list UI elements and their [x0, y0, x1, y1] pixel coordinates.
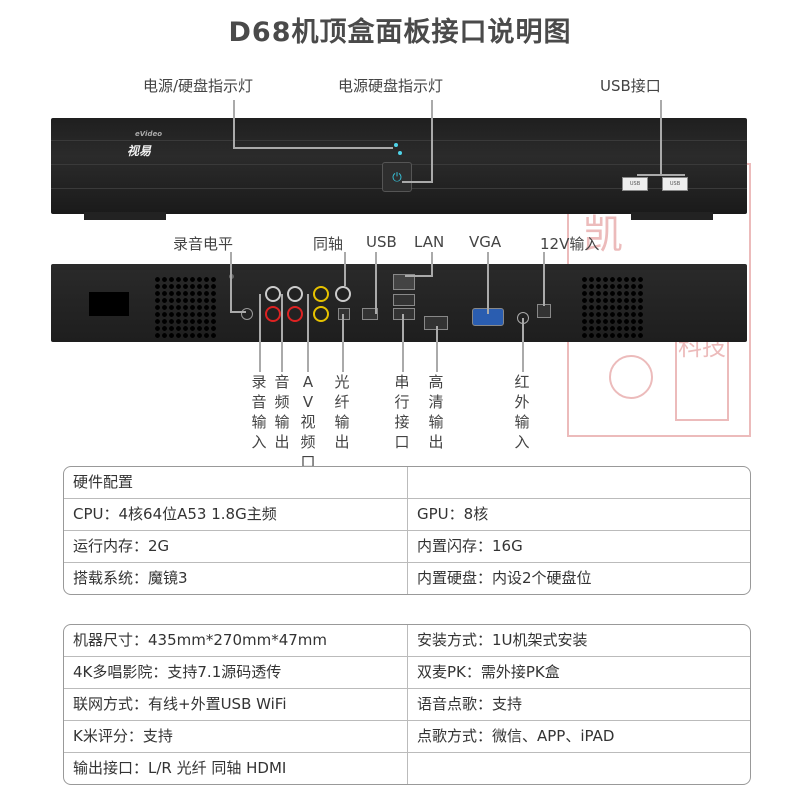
label-rec-input: 录音输入 — [251, 373, 267, 451]
usb-port-text: USB — [629, 181, 641, 187]
brand-logo-text: 视易 — [127, 144, 152, 158]
lan-port[interactable] — [393, 274, 415, 290]
table-row: CPU：4核64位A53 1.8G主频 GPU：8核 — [64, 499, 750, 531]
table-cell: 安装方式：1U机架式安装 — [407, 625, 750, 656]
spec-table: 机器尺寸：435mm*270mm*47mm 安装方式：1U机架式安装 4K多唱影… — [63, 624, 751, 785]
table-cell: CPU：4核64位A53 1.8G主频 — [73, 505, 277, 523]
label-ir-input: 红外输入 — [514, 373, 530, 451]
usb-port-stack-2[interactable] — [393, 308, 415, 320]
leader-line — [259, 294, 261, 372]
table-header: 硬件配置 — [73, 473, 134, 491]
table-row: 机器尺寸：435mm*270mm*47mm 安装方式：1U机架式安装 — [64, 625, 750, 657]
vent-grill-right — [581, 276, 643, 338]
leader-line — [637, 174, 685, 176]
leader-line — [344, 252, 346, 286]
label-power-hdd-indicator: 电源/硬盘指示灯 — [143, 77, 254, 95]
back-panel — [51, 264, 747, 342]
label-coaxial: 同轴 — [313, 235, 344, 253]
table-cell: 运行内存：2G — [73, 537, 170, 555]
leader-line — [522, 318, 524, 372]
table-cell: 点歌方式：微信、APP、iPAD — [407, 721, 750, 752]
hardware-table: 硬件配置 CPU：4核64位A53 1.8G主频 GPU：8核 运行内存：2G … — [63, 466, 751, 595]
leader-line — [230, 311, 246, 313]
table-cell: 内置闪存：16G — [407, 531, 750, 562]
leader-line — [436, 326, 438, 372]
optical-port[interactable] — [338, 308, 350, 320]
table-cell: GPU：8核 — [407, 499, 750, 530]
label-vga: VGA — [469, 233, 502, 251]
leader-line — [402, 181, 433, 183]
label-av-video-port: AV视频口 — [300, 373, 316, 471]
table-cell — [407, 467, 750, 498]
av-video-jack-1[interactable] — [313, 286, 329, 302]
table-cell: K米评分：支持 — [73, 727, 173, 745]
label-plate — [89, 292, 129, 316]
table-row: 运行内存：2G 内置闪存：16G — [64, 531, 750, 563]
audio-out-l-jack[interactable] — [287, 286, 303, 302]
label-dc-in: 12V输入 — [540, 235, 600, 253]
audio-out-r-jack[interactable] — [287, 306, 303, 322]
label-lan: LAN — [414, 233, 445, 251]
leader-line — [233, 100, 235, 148]
label-serial-port: 串行接口 — [394, 373, 410, 451]
table-cell: 机器尺寸：435mm*270mm*47mm — [73, 631, 328, 649]
table-row: 4K多唱影院：支持7.1源码透传 双麦PK：需外接PK盒 — [64, 657, 750, 689]
table-cell: 联网方式：有线+外置USB WiFi — [73, 695, 287, 713]
table-cell: 语音点歌：支持 — [407, 689, 750, 720]
power-led-icon — [394, 143, 398, 147]
leader-line — [487, 252, 489, 314]
label-usb-port: USB接口 — [600, 77, 661, 95]
leader-line — [375, 252, 377, 314]
rec-level-knob[interactable] — [241, 308, 253, 320]
front-usb-port-1: USB — [622, 177, 648, 191]
front-usb-port-2: USB — [662, 177, 688, 191]
front-panel: eVideo 视易 ⏻ USB USB — [51, 118, 747, 220]
leader-line — [402, 314, 404, 372]
leader-line — [233, 147, 393, 149]
table-cell: 输出接口：L/R 光纤 同轴 HDMI — [73, 759, 287, 777]
hdd-led-icon — [398, 151, 402, 155]
stamp-lion-icon — [609, 355, 653, 399]
table-row: 硬件配置 — [64, 467, 750, 499]
usb-port-stack-1[interactable] — [393, 294, 415, 306]
leader-line — [405, 275, 433, 277]
usb-port-text: USB — [669, 181, 681, 187]
table-cell: 搭载系统：魔镜3 — [73, 569, 188, 587]
dc-in-jack[interactable] — [537, 304, 551, 318]
table-row: K米评分：支持 点歌方式：微信、APP、iPAD — [64, 721, 750, 753]
leader-line — [431, 252, 433, 276]
rec-input-l-jack[interactable] — [265, 286, 281, 302]
leader-line — [281, 294, 283, 372]
label-audio-output: 音频输出 — [274, 373, 290, 451]
table-cell: 双麦PK：需外接PK盒 — [407, 657, 750, 688]
table-row: 输出接口：L/R 光纤 同轴 HDMI — [64, 753, 750, 784]
label-rec-level: 录音电平 — [173, 235, 234, 253]
table-row: 联网方式：有线+外置USB WiFi 语音点歌：支持 — [64, 689, 750, 721]
label-power-hdd-indicator-2: 电源硬盘指示灯 — [338, 77, 444, 95]
leader-line — [230, 252, 232, 312]
table-cell: 4K多唱影院：支持7.1源码透传 — [73, 663, 282, 681]
page-title: D68机顶盒面板接口说明图 — [228, 17, 572, 48]
brand-logo-sub: eVideo — [135, 130, 163, 138]
back-usb-port[interactable] — [362, 308, 378, 320]
label-usb: USB — [366, 233, 397, 251]
label-hd-output: 高清输出 — [428, 373, 444, 451]
vent-grill-left — [154, 276, 216, 338]
av-video-jack-2[interactable] — [313, 306, 329, 322]
leader-line — [307, 294, 309, 372]
leader-line — [660, 100, 662, 175]
leader-line — [342, 314, 344, 372]
leader-line — [431, 100, 433, 182]
table-cell — [407, 753, 750, 784]
power-button[interactable]: ⏻ — [382, 162, 412, 192]
brand-logo: eVideo 视易 — [109, 128, 189, 160]
rec-input-r-jack[interactable] — [265, 306, 281, 322]
label-optical-output: 光纤输出 — [334, 373, 350, 451]
leader-line — [543, 252, 545, 306]
table-cell: 内置硬盘：内设2个硬盘位 — [407, 563, 750, 594]
table-row: 搭载系统：魔镜3 内置硬盘：内设2个硬盘位 — [64, 563, 750, 594]
coaxial-jack[interactable] — [335, 286, 351, 302]
